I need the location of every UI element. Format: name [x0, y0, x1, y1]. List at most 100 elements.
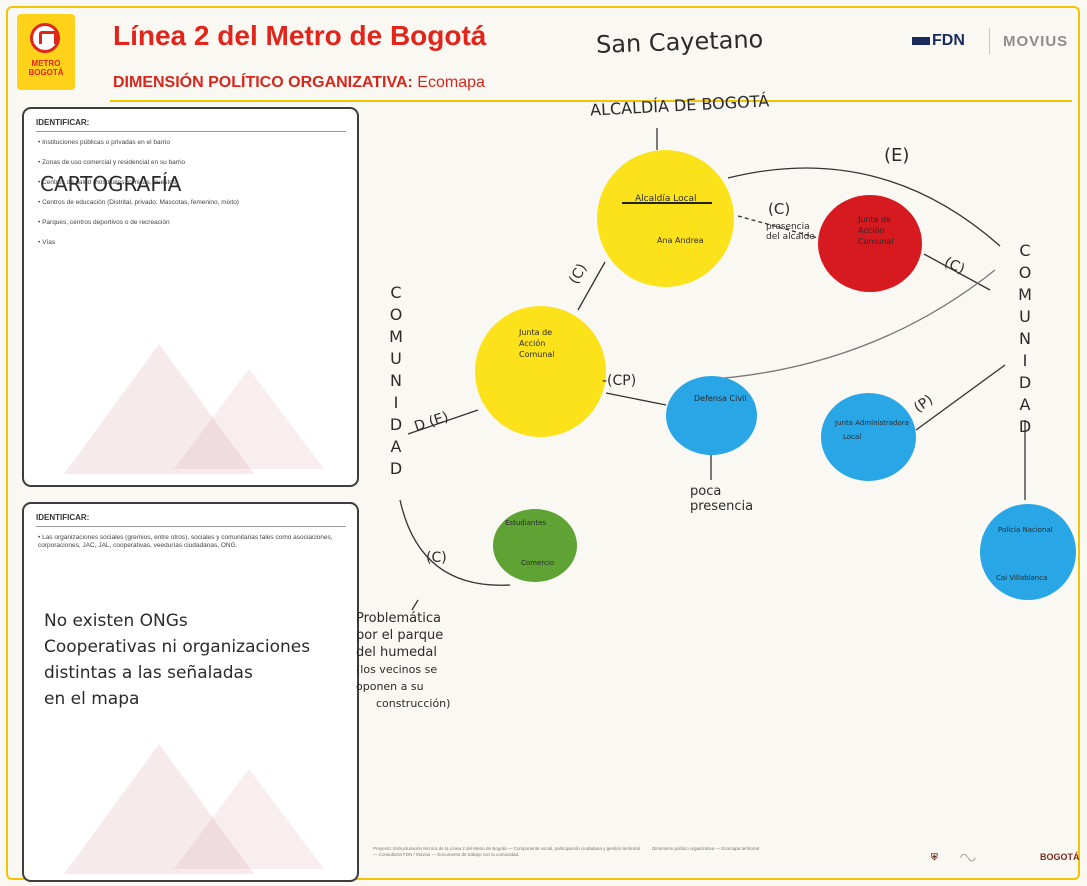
relation-label: (C): [426, 550, 447, 566]
identify-heading: IDENTIFICAR:: [36, 118, 90, 127]
vertical-letter: U: [390, 349, 402, 368]
subtitle-extra: Ecomapa: [412, 74, 485, 91]
vertical-letter: O: [1018, 263, 1032, 282]
bogota-logo: BOGOTÁ: [1040, 852, 1080, 862]
note-line: oponen a su: [356, 680, 424, 693]
node-label: Policía Nacional: [998, 526, 1053, 534]
node-far-blue: Policía Nacional Cai Villablanca: [980, 504, 1076, 600]
page-subtitle: DIMENSIÓN POLÍTICO ORGANIZATIVA: Ecomapa: [113, 74, 485, 92]
handwritten-note-ong: No existen ONGs Cooperativas ni organiza…: [44, 608, 310, 712]
mountain-watermark: [64, 744, 254, 874]
identify-text: • Las organizaciones sociales (gremios, …: [38, 534, 333, 549]
metro-logo-text: METRO BOGOTÁ: [28, 59, 64, 77]
vertical-letter: O: [389, 305, 403, 324]
node-label: Acción: [858, 226, 885, 235]
subtitle-main: DIMENSIÓN POLÍTICO ORGANIZATIVA:: [113, 74, 413, 91]
poster-frame: [6, 6, 1080, 880]
note-presencia: presencia del alcalde: [766, 222, 815, 242]
arrow-rightblue-to-comunidad: [915, 364, 1006, 431]
relation-label: (E): [884, 145, 910, 166]
metro-small-icon: ◠◡: [960, 852, 976, 862]
footer-credits: Proyecto: Estructuración técnica de la L…: [373, 846, 640, 857]
node-label: Estudiantes: [505, 519, 547, 527]
node-label: Junta de: [519, 328, 553, 337]
metro-logo: METRO BOGOTÁ: [17, 14, 75, 90]
arrow-comunidad-to-left: [407, 409, 479, 435]
vertical-letter: M: [1018, 285, 1032, 304]
list-item: • Centros de salud (hospitales, clínicas…: [38, 179, 179, 186]
node-junta-accion: Junta de Acción Comunal: [475, 306, 606, 437]
relation-label: (C): [768, 200, 791, 218]
handwritten-line: Cooperativas ni organizaciones: [44, 637, 311, 657]
node-label: Defensa Civil: [694, 394, 747, 403]
list-item: • Zonas de uso comercial y residencial e…: [38, 159, 186, 166]
node-label: Ana Andrea: [657, 236, 704, 245]
vertical-letter: D: [1018, 373, 1032, 392]
node-label: Alcaldía Local: [635, 194, 697, 204]
arc-comunidad: [699, 269, 996, 381]
identify-panel-2: IDENTIFICAR: • Las organizaciones social…: [22, 502, 359, 882]
note-line: construcción): [376, 697, 451, 710]
relation-label: -(CP): [602, 373, 637, 389]
brand-movius: MOVIUS: [1003, 33, 1069, 50]
node-label: Junta de: [858, 215, 892, 224]
vertical-letter: C: [390, 283, 402, 302]
vertical-letter: U: [1019, 307, 1031, 326]
arrow-red-to-comunidad: [923, 253, 991, 291]
brand-fdn-text: FDN: [932, 32, 965, 49]
identify-heading: IDENTIFICAR:: [36, 513, 90, 522]
node-right-blue: Junta Administradora Local: [821, 393, 916, 481]
node-label: Comunal: [858, 237, 894, 246]
vertical-letter: N: [1019, 329, 1031, 348]
arrow-problem: [411, 599, 419, 611]
node-label: Cai Villablanca: [996, 574, 1048, 582]
list-item: • Parques, centros deportivos o de recre…: [38, 219, 170, 226]
handwritten-line: en el mapa: [44, 689, 140, 709]
list-item: • Vías: [38, 239, 56, 246]
vertical-letter: N: [390, 371, 402, 390]
node-mid-blue: Defensa Civil: [666, 376, 757, 455]
note-line: Problemática: [356, 611, 441, 626]
mountain-watermark: [174, 769, 324, 869]
arrow-left-to-midblue: [605, 392, 667, 406]
handwritten-line: distintas a las señaladas: [44, 663, 253, 683]
node-label: Acción: [519, 339, 546, 348]
mountain-watermark: [174, 369, 324, 469]
vertical-letter: C: [1019, 241, 1031, 260]
escudo-icon: ⛨: [931, 852, 938, 862]
note-line: por el parque: [356, 628, 444, 643]
page-title: Línea 2 del Metro de Bogotá: [113, 20, 487, 51]
vertical-letter: D: [389, 459, 403, 478]
fdn-bar-icon: [912, 36, 930, 45]
note-line: del humedal: [356, 645, 437, 660]
identify-list: • Instituciones públicas o privadas en e…: [38, 139, 338, 259]
node-red: Junta de Acción Comunal: [818, 195, 922, 292]
note-line: (los vecinos se: [356, 663, 438, 676]
vertical-letter: A: [1019, 395, 1031, 414]
identify-panel-1: IDENTIFICAR: • Instituciones públicas o …: [22, 107, 359, 487]
arrow-center-to-left: [577, 261, 606, 311]
note-problematica: Problemática por el parque del humedal (…: [356, 610, 450, 712]
vertical-letter: I: [393, 393, 399, 412]
node-label: Junta Administradora: [835, 419, 909, 427]
node-label: Comercio: [521, 559, 555, 567]
node-label: Local: [843, 433, 862, 441]
list-item: • Instituciones públicas o privadas en e…: [38, 139, 170, 146]
vertical-letter: I: [1022, 351, 1028, 370]
node-alcaldia-local: Alcaldía Local Ana Andrea: [597, 150, 734, 287]
vertical-letter: M: [389, 327, 403, 346]
vertical-letter: D: [1018, 417, 1032, 436]
node-scribble: [622, 202, 712, 204]
brand-fdn: FDN: [912, 32, 965, 50]
header-rule: [110, 100, 1072, 102]
brand-divider: [989, 28, 990, 54]
footer-note: Dimensión político organizativa — Ecomap…: [652, 846, 760, 851]
note-poca-presencia: poca presencia: [690, 484, 754, 514]
vertical-letter: A: [390, 437, 402, 456]
node-label: Comunal: [519, 350, 555, 359]
panel-rule: [36, 526, 346, 527]
vertical-letter: D: [389, 415, 403, 434]
